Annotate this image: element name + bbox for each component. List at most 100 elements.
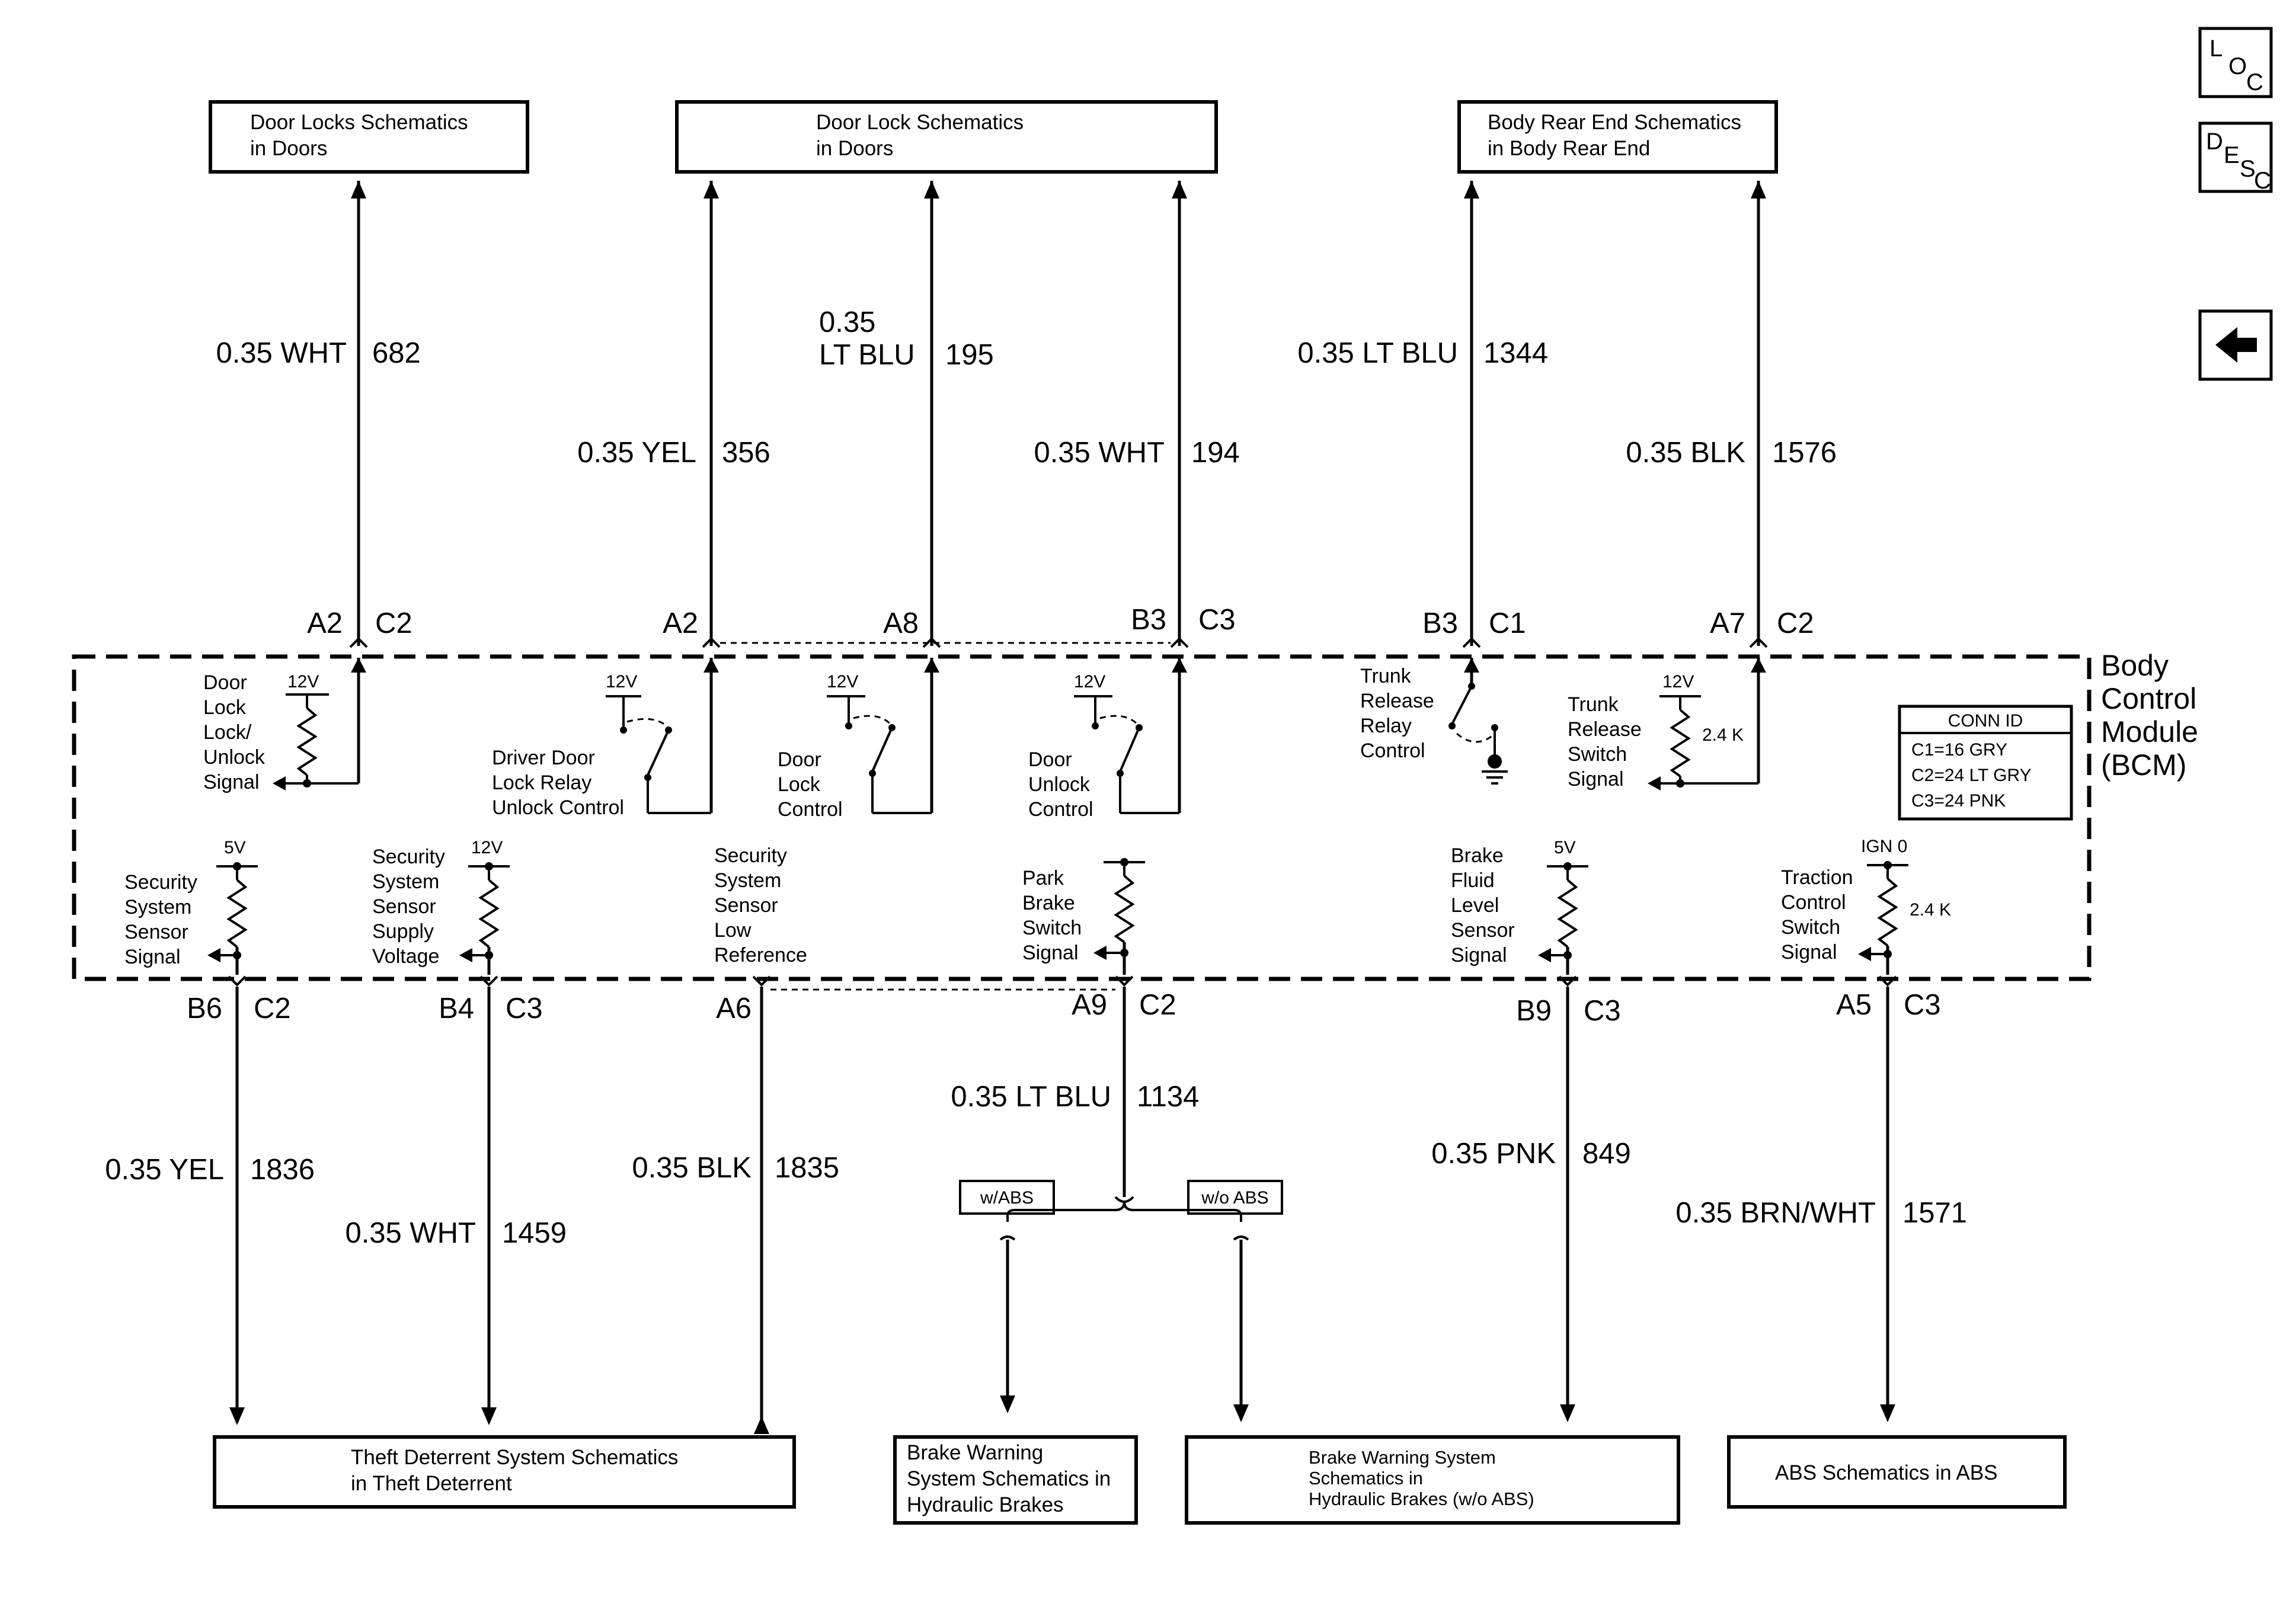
top-wire-356: 0.35 YEL 356 A2 — [577, 181, 770, 646]
svg-text:Control: Control — [778, 798, 843, 821]
svg-text:Voltage: Voltage — [372, 945, 439, 968]
svg-text:Security: Security — [372, 846, 445, 868]
svg-text:Hydraulic Brakes (w/o ABS): Hydraulic Brakes (w/o ABS) — [1309, 1489, 1534, 1509]
svg-text:B9: B9 — [1516, 995, 1552, 1027]
svg-text:1459: 1459 — [502, 1217, 567, 1249]
svg-text:Unlock: Unlock — [1028, 773, 1091, 796]
svg-text:Hydraulic Brakes: Hydraulic Brakes — [907, 1493, 1064, 1516]
svg-text:5V: 5V — [1554, 838, 1576, 857]
top-wire-1344: 0.35 LT BLU 1344 B3 C1 — [1297, 181, 1548, 646]
svg-text:Sensor: Sensor — [1451, 919, 1515, 942]
svg-text:in Theft Deterrent: in Theft Deterrent — [351, 1472, 512, 1495]
svg-text:5V: 5V — [224, 838, 246, 857]
svg-text:Control: Control — [1360, 740, 1425, 762]
svg-text:Switch: Switch — [1022, 917, 1082, 939]
svg-text:D: D — [2206, 129, 2223, 155]
svg-text:Relay: Relay — [1360, 715, 1412, 737]
svg-text:1576: 1576 — [1772, 437, 1837, 469]
left-arrow-icon — [2215, 327, 2257, 363]
svg-text:12V: 12V — [827, 672, 858, 692]
circuit-driver-door-relay: Driver Door Lock Relay Unlock Control 12… — [492, 658, 719, 819]
back-button[interactable] — [2198, 309, 2273, 381]
svg-text:Lock: Lock — [203, 696, 247, 719]
svg-text:Door Locks Schematics: Door Locks Schematics — [250, 111, 468, 134]
bottom-box-brake-warning-no-abs[interactable]: Brake Warning System Schematics in Hydra… — [1185, 1435, 1680, 1525]
svg-text:2.4 K: 2.4 K — [1910, 900, 1951, 920]
svg-text:B3: B3 — [1422, 607, 1458, 639]
svg-text:Security: Security — [714, 844, 787, 867]
svg-text:Brake: Brake — [1451, 844, 1504, 867]
svg-text:S: S — [2240, 156, 2256, 182]
svg-text:0.35 BLK: 0.35 BLK — [632, 1152, 752, 1184]
loc-button[interactable]: L O C — [2198, 27, 2273, 98]
svg-text:Control: Control — [1028, 798, 1093, 821]
svg-text:12V: 12V — [1662, 672, 1694, 692]
bottom-box-abs[interactable]: ABS Schematics in ABS — [1727, 1435, 2067, 1509]
svg-text:C1=16 GRY: C1=16 GRY — [1911, 740, 2007, 760]
svg-text:A2: A2 — [663, 607, 698, 639]
top-box-door-locks[interactable]: Door Locks Schematics in Doors — [209, 100, 529, 174]
svg-text:Signal: Signal — [1451, 944, 1507, 966]
svg-text:Brake Warning: Brake Warning — [907, 1441, 1043, 1464]
bottom-wire-1835: A6 0.35 BLK 1835 — [632, 987, 839, 1434]
svg-text:(BCM): (BCM) — [2101, 748, 2186, 782]
desc-button[interactable]: D E S C — [2198, 121, 2273, 194]
svg-text:0.35 YEL: 0.35 YEL — [577, 437, 696, 469]
svg-text:System: System — [372, 870, 439, 893]
svg-text:Door: Door — [778, 748, 821, 771]
svg-text:E: E — [2224, 142, 2240, 168]
svg-text:Brake: Brake — [1022, 892, 1075, 914]
svg-text:O: O — [2228, 53, 2247, 79]
svg-text:Body Rear End Schematics: Body Rear End Schematics — [1488, 111, 1741, 134]
svg-text:C3: C3 — [1904, 989, 1941, 1021]
svg-text:Schematics in: Schematics in — [1309, 1468, 1423, 1489]
svg-text:A2: A2 — [307, 607, 343, 639]
svg-text:Release: Release — [1568, 718, 1642, 741]
svg-text:Lock Relay: Lock Relay — [492, 772, 591, 794]
bottom-wire-849: B9 C3 0.35 PNK 849 — [1431, 987, 1631, 1422]
top-wire-1576: 0.35 BLK 1576 A7 C2 — [1626, 181, 1837, 646]
svg-text:Park: Park — [1022, 867, 1064, 889]
svg-text:C3: C3 — [506, 993, 543, 1025]
top-connector-marks — [349, 637, 1768, 648]
svg-text:B6: B6 — [187, 993, 222, 1025]
svg-text:C: C — [2254, 168, 2271, 194]
svg-text:Release: Release — [1360, 690, 1434, 712]
bottom-box-theft-deterrent[interactable]: Theft Deterrent System Schematics in The… — [213, 1435, 796, 1509]
option-without-abs: w/o ABS — [1187, 1180, 1283, 1215]
svg-text:Security: Security — [124, 871, 197, 894]
svg-text:Fluid: Fluid — [1451, 869, 1495, 892]
svg-text:Control: Control — [1781, 891, 1846, 914]
bottom-box-brake-warning-abs[interactable]: Brake Warning System Schematics in Hydra… — [893, 1435, 1138, 1525]
svg-text:849: 849 — [1582, 1138, 1631, 1170]
top-box-door-lock[interactable]: Door Lock Schematics in Doors — [675, 100, 1218, 174]
svg-text:System: System — [124, 896, 191, 918]
svg-text:0.35 BLK: 0.35 BLK — [1626, 437, 1745, 469]
svg-text:1134: 1134 — [1137, 1081, 1199, 1113]
svg-text:C2: C2 — [375, 607, 412, 639]
svg-text:C2=24 LT GRY: C2=24 LT GRY — [1911, 766, 2032, 785]
svg-text:Door Lock Schematics: Door Lock Schematics — [816, 111, 1024, 134]
svg-text:Switch: Switch — [1781, 916, 1840, 939]
svg-text:1836: 1836 — [250, 1154, 315, 1186]
circuit-brake-fluid-sensor: Brake Fluid Level Sensor Signal 5V — [1451, 838, 1588, 975]
svg-text:0.35 PNK: 0.35 PNK — [1431, 1138, 1556, 1170]
svg-text:A8: A8 — [883, 607, 919, 639]
svg-text:356: 356 — [722, 437, 770, 469]
circuit-security-low-reference: Security System Sensor Low Reference — [714, 844, 807, 966]
circuit-trunk-switch: Trunk Release Switch Signal 12V 2.4 K — [1568, 658, 1766, 790]
svg-text:Door: Door — [203, 671, 247, 694]
svg-text:0.35 YEL: 0.35 YEL — [105, 1154, 224, 1186]
svg-text:1571: 1571 — [1902, 1197, 1967, 1229]
svg-text:Signal: Signal — [1022, 942, 1079, 964]
svg-text:1344: 1344 — [1483, 337, 1548, 369]
top-box-body-rear-end[interactable]: Body Rear End Schematics in Body Rear En… — [1457, 100, 1778, 174]
svg-text:12V: 12V — [287, 672, 319, 692]
svg-text:Lock/: Lock/ — [203, 721, 252, 744]
svg-text:Switch: Switch — [1568, 743, 1627, 766]
svg-text:0.35 WHT: 0.35 WHT — [216, 337, 347, 369]
bottom-wire-1459: B4 C3 0.35 WHT 1459 — [345, 987, 567, 1425]
top-wire-195: 0.35 LT BLU 195 A8 — [819, 181, 994, 646]
svg-text:Signal: Signal — [124, 946, 181, 968]
svg-text:2.4 K: 2.4 K — [1702, 725, 1744, 745]
